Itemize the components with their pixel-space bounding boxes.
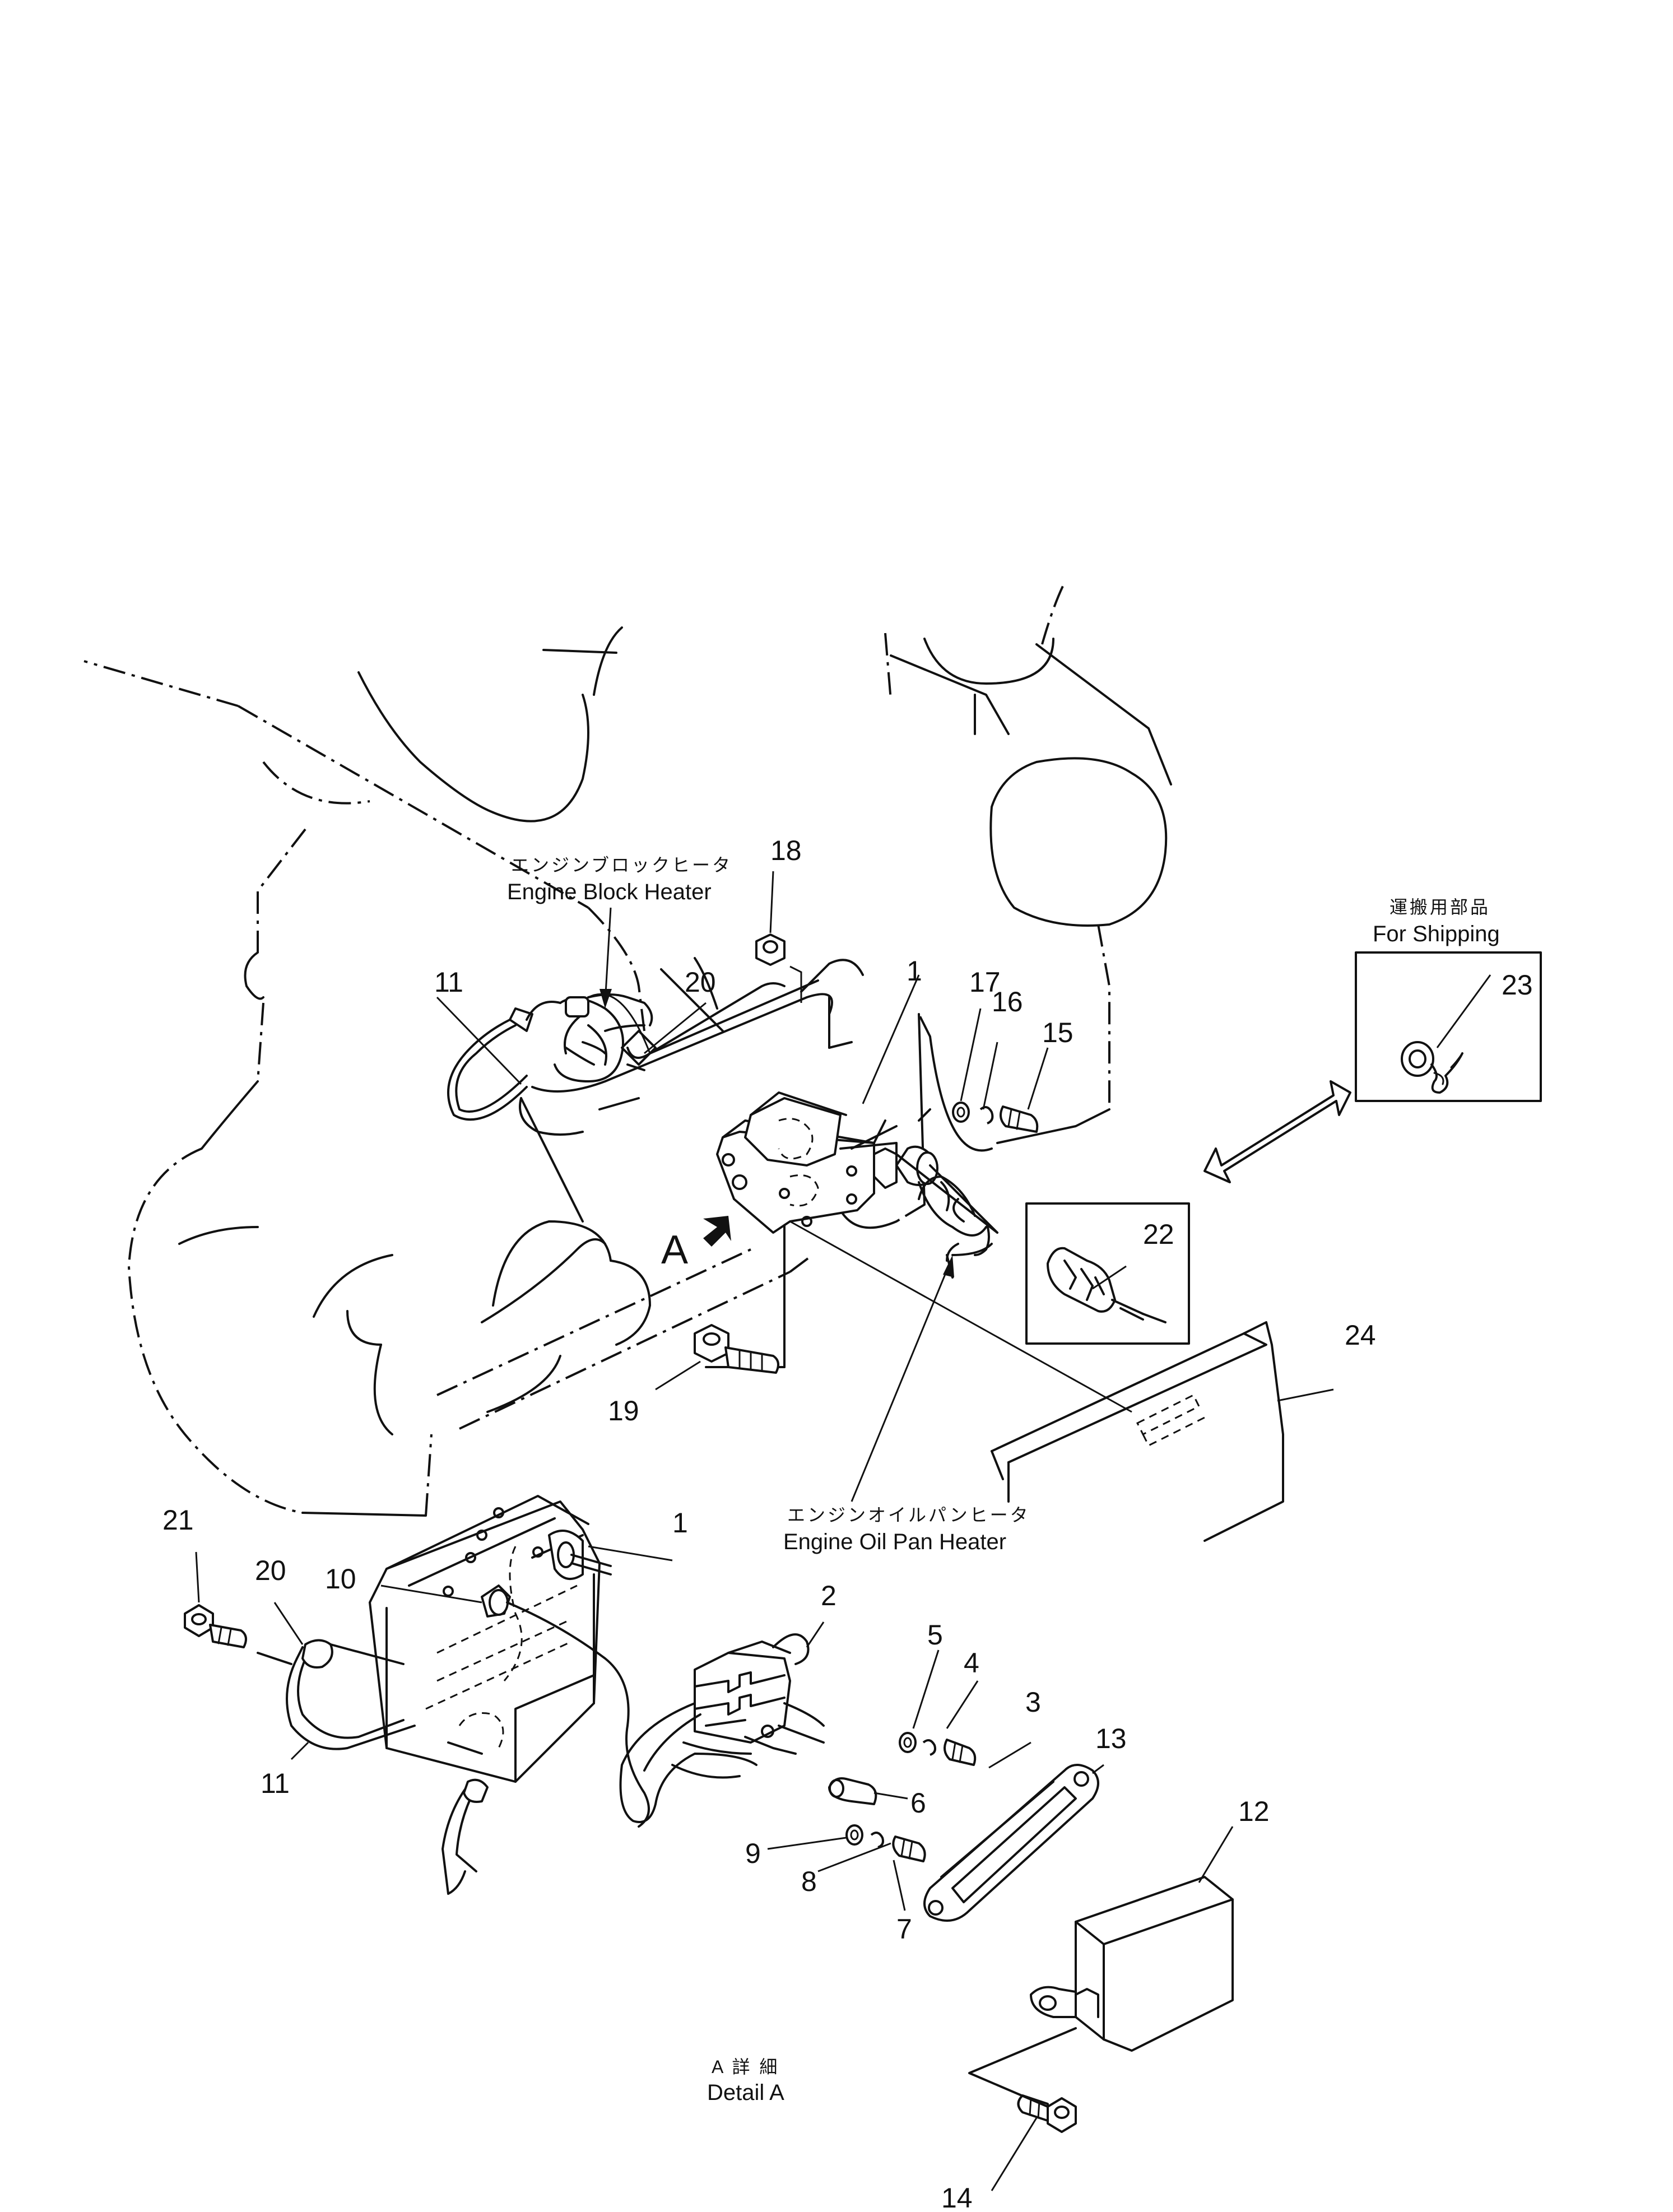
- detail-a: A 詳 細 Detail A: [184, 1495, 1234, 2133]
- callout-18: 18: [770, 835, 802, 866]
- callout-24: 24: [1345, 1319, 1376, 1351]
- callout-11b: 11: [261, 1768, 290, 1799]
- callout-6: 6: [910, 1787, 926, 1819]
- view-arrow-label: A: [661, 1228, 688, 1272]
- view-arrow-a: A: [661, 1216, 731, 1272]
- callout-7: 7: [896, 1913, 912, 1945]
- engine-outline: [83, 582, 1172, 1517]
- callout-3: 3: [1025, 1686, 1041, 1718]
- callout-13: 13: [1095, 1723, 1127, 1754]
- callout-20b: 20: [255, 1555, 286, 1586]
- callout-8: 8: [801, 1866, 817, 1897]
- shipping-double-arrow: [1203, 1080, 1351, 1183]
- engine-block-heater: [447, 957, 833, 1223]
- callout-1b: 1: [672, 1507, 688, 1539]
- callout-16: 16: [992, 986, 1023, 1017]
- callout-leaders: [195, 871, 1491, 2191]
- detail-label-jp: A 詳 細: [712, 2057, 779, 2077]
- callout-12: 12: [1238, 1796, 1270, 1827]
- callout-4: 4: [964, 1647, 979, 1679]
- shipping-label-en: For Shipping: [1373, 922, 1500, 946]
- callout-17: 17: [969, 966, 1001, 998]
- callout-numbers: 1 1 2 3 4 5 6 7 8 9 10 11 11 12 13 14 15…: [162, 835, 1533, 2212]
- shipping-label-jp: 運搬用部品: [1389, 897, 1490, 917]
- captions: エンジンブロックヒータ Engine Block Heater エンジンオイルパ…: [507, 855, 1030, 1554]
- callout-20: 20: [685, 966, 716, 998]
- block-heater-label-jp: エンジンブロックヒータ: [511, 855, 732, 875]
- callout-19: 19: [608, 1395, 639, 1426]
- callout-22: 22: [1143, 1219, 1174, 1250]
- fasteners-upper: [694, 933, 1039, 1374]
- callout-15: 15: [1042, 1017, 1073, 1048]
- callout-1: 1: [907, 955, 922, 987]
- callout-23: 23: [1502, 969, 1533, 1001]
- callout-11: 11: [434, 966, 463, 998]
- detail-label-en: Detail A: [707, 2080, 784, 2105]
- callout-5: 5: [927, 1619, 943, 1651]
- callout-14: 14: [941, 2182, 973, 2212]
- plug-box: [1025, 1202, 1190, 1345]
- oil-pan-heater-label-en: Engine Oil Pan Heater: [783, 1530, 1006, 1554]
- callout-21: 21: [162, 1504, 194, 1536]
- callout-9: 9: [745, 1838, 761, 1869]
- for-shipping-box: 運搬用部品 For Shipping: [1355, 897, 1542, 1102]
- oil-pan-heater-label-jp: エンジンオイルパンヒータ: [787, 1505, 1030, 1525]
- guard-plate-24: [789, 1220, 1284, 1542]
- callout-10: 10: [325, 1563, 356, 1595]
- block-heater-label-en: Engine Block Heater: [507, 880, 712, 904]
- callout-2: 2: [821, 1580, 836, 1611]
- control-box-upper: [716, 1091, 998, 1279]
